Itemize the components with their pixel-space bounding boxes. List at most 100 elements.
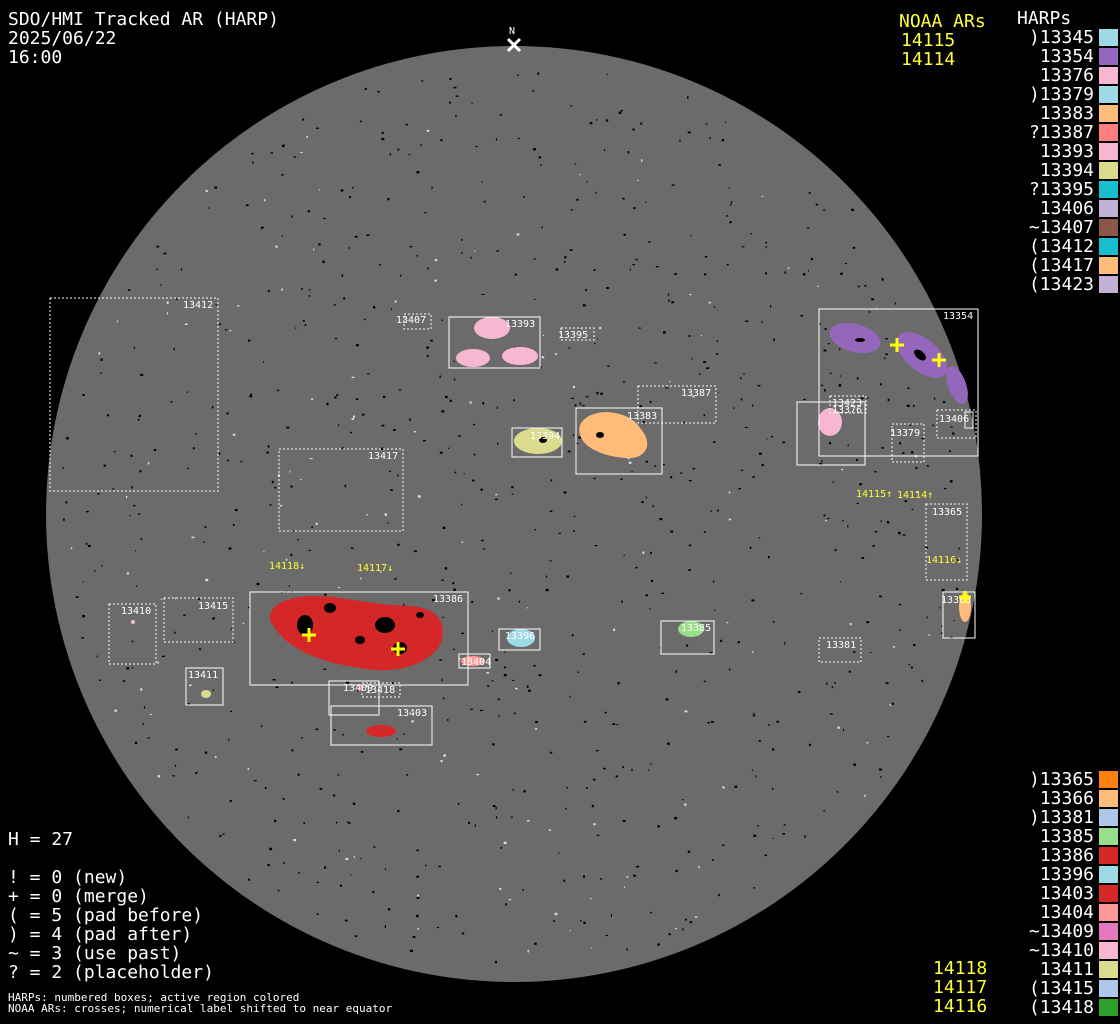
ar-13411 bbox=[201, 690, 211, 698]
harp-color-swatch bbox=[1099, 999, 1118, 1016]
harp-list-item: ?13395 bbox=[1014, 180, 1118, 199]
harp-list-item: 13411 bbox=[1014, 960, 1118, 979]
harp-label-13418: 13418 bbox=[365, 685, 395, 696]
harp-label-13403: 13403 bbox=[397, 708, 427, 719]
harp-count: H = 27 bbox=[8, 829, 74, 850]
legend-line: ? = 2 (placeholder) bbox=[8, 962, 214, 983]
harp-list-item: 13376 bbox=[1014, 66, 1118, 85]
ar-13396 bbox=[507, 629, 535, 647]
legend-line: ( = 5 (pad before) bbox=[8, 905, 204, 926]
harp-box-13407 bbox=[403, 313, 432, 330]
harp-label-13411: 13411 bbox=[188, 670, 218, 681]
harp-label-13385: 13385 bbox=[681, 623, 711, 634]
harp-label-13394: 13394 bbox=[530, 431, 560, 442]
noaa-ar-item: 14115 bbox=[901, 30, 956, 51]
ar-13376 bbox=[818, 408, 842, 436]
solar-disk bbox=[46, 46, 982, 982]
ar-13393-b bbox=[456, 349, 490, 367]
harp-box-13386 bbox=[249, 591, 469, 686]
harp-label-13381: 13381 bbox=[826, 640, 856, 651]
harp-box-13403 bbox=[330, 705, 433, 746]
harp-box-13417 bbox=[278, 448, 404, 532]
harp-box-13411 bbox=[185, 667, 224, 706]
harp-list-item: ~13409 bbox=[1014, 922, 1118, 941]
harp-list-item: ?13387 bbox=[1014, 123, 1118, 142]
harp-box-13366 bbox=[942, 591, 976, 639]
harp-color-swatch bbox=[1099, 980, 1118, 997]
harp-box-13383 bbox=[575, 407, 663, 475]
harp-label-13376: 13376 bbox=[832, 405, 862, 416]
footnote: HARPs: numbered boxes; active region col… bbox=[8, 991, 300, 1004]
harp-list-label: 13383 bbox=[1039, 103, 1094, 124]
harp-label-13423: 13423 bbox=[832, 398, 862, 409]
harp-label-13366: 13366 bbox=[941, 595, 971, 606]
harp-list-item: 13354 bbox=[1014, 47, 1118, 66]
harp-color-swatch bbox=[1099, 904, 1118, 921]
harp-color-swatch bbox=[1099, 200, 1118, 217]
harp-color-swatch bbox=[1099, 48, 1118, 65]
harp-color-swatch bbox=[1099, 885, 1118, 902]
legend-line: ) = 4 (pad after) bbox=[8, 924, 193, 945]
observation-time: 16:00 bbox=[8, 47, 63, 68]
harp-box-13410 bbox=[108, 603, 157, 665]
harp-list-label: (13423 bbox=[1028, 274, 1094, 295]
legend-line: ! = 0 (new) bbox=[8, 867, 128, 888]
harp-list-item: ~13407 bbox=[1014, 218, 1118, 237]
harp-list-label: ~13407 bbox=[1028, 217, 1094, 238]
harp-list-label: 13376 bbox=[1039, 65, 1094, 86]
ar-13394 bbox=[514, 428, 562, 454]
harp-list-label: )13381 bbox=[1028, 807, 1094, 828]
harp-box-13379 bbox=[891, 423, 925, 463]
noaa-ar-item: 14116 bbox=[933, 996, 988, 1017]
harp-color-swatch bbox=[1099, 238, 1118, 255]
harp-color-swatch bbox=[1099, 942, 1118, 959]
noaa-disk-labels: 14115↑ 14114↑ 14116↓ 14118↓ 14117↓ bbox=[269, 489, 962, 574]
harp-color-swatch bbox=[1099, 124, 1118, 141]
harp-label-13412: 13412 bbox=[183, 300, 213, 311]
ar-13354-a bbox=[829, 322, 881, 354]
harp-list-label: )13345 bbox=[1028, 27, 1094, 48]
harp-list-label: 13411 bbox=[1039, 959, 1094, 980]
harp-list-label: ~13410 bbox=[1028, 940, 1094, 961]
harp-list-label: ?13395 bbox=[1028, 179, 1094, 200]
ar-13393-a bbox=[474, 317, 510, 339]
noaa-cross-icon bbox=[890, 338, 904, 352]
ar-13410 bbox=[131, 620, 135, 624]
noaa-ars-title: NOAA ARs bbox=[899, 11, 986, 32]
harp-label-13354: 13354 bbox=[943, 311, 973, 322]
ar-13404 bbox=[461, 656, 485, 666]
harp-list-item: )13379 bbox=[1014, 85, 1118, 104]
harp-color-swatch bbox=[1099, 181, 1118, 198]
harp-list-item: 13386 bbox=[1014, 846, 1118, 865]
harp-list-item: )13381 bbox=[1014, 808, 1118, 827]
harp-list-label: )13379 bbox=[1028, 84, 1094, 105]
harp-box-13394 bbox=[511, 427, 563, 458]
harp-box-13406 bbox=[964, 411, 974, 429]
harp-list-label: ?13387 bbox=[1028, 122, 1094, 143]
ar-13366 bbox=[959, 592, 971, 622]
harp-list-item: ~13410 bbox=[1014, 941, 1118, 960]
harp-label-13393: 13393 bbox=[505, 319, 535, 330]
harp-label-13365: 13365 bbox=[932, 507, 962, 518]
harps-title: HARPs bbox=[1017, 8, 1072, 29]
harp-list-label: 13354 bbox=[1039, 46, 1094, 67]
noaa-cross-icon bbox=[302, 628, 316, 642]
harp-color-swatch bbox=[1099, 162, 1118, 179]
noaa-label-14114: 14114↑ bbox=[897, 490, 933, 501]
footnote: NOAA ARs: crosses; numerical label shift… bbox=[8, 1002, 393, 1015]
harp-list-label: 13366 bbox=[1039, 788, 1094, 809]
harp-label-13407: 13407 bbox=[396, 315, 426, 326]
noaa-cross-icon bbox=[391, 642, 405, 656]
harp-list-label: ~13409 bbox=[1028, 921, 1094, 942]
harp-label-13404: 13404 bbox=[461, 657, 491, 668]
legend-line: ~ = 3 (use past) bbox=[8, 943, 182, 964]
harp-list-label: 13386 bbox=[1039, 845, 1094, 866]
harp-box-13354 bbox=[818, 308, 979, 457]
harp-list-item: 13393 bbox=[1014, 142, 1118, 161]
harp-box-13423 bbox=[829, 395, 867, 414]
noaa-label-14117: 14117↓ bbox=[357, 563, 393, 574]
noaa-cross-icon bbox=[959, 591, 971, 603]
harp-labels: 13412 13407 13393 13395 13387 13383 1339… bbox=[121, 300, 973, 719]
ar-13403 bbox=[366, 725, 396, 737]
harp-list-label: )13365 bbox=[1028, 769, 1094, 790]
